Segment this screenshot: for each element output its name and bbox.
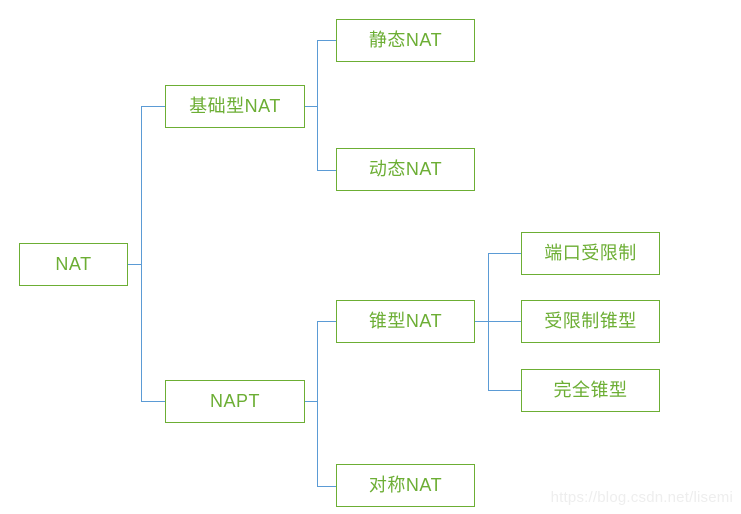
node-dynamic-nat[interactable]: 动态NAT	[336, 148, 475, 191]
connector-basic-to-static	[317, 40, 337, 42]
node-basic-nat[interactable]: 基础型NAT	[165, 85, 305, 128]
node-symmetric-nat[interactable]: 对称NAT	[336, 464, 475, 507]
connector-cone-to-port	[488, 253, 522, 255]
node-restricted-cone[interactable]: 受限制锥型	[521, 300, 660, 343]
node-cone-nat[interactable]: 锥型NAT	[336, 300, 475, 343]
connector-napt-to-symmetric	[317, 486, 337, 488]
node-label: 静态NAT	[368, 29, 443, 50]
connector-napt-to-cone	[317, 321, 337, 323]
connector-cone-stub	[475, 321, 489, 323]
connector-cone-to-full	[488, 390, 522, 392]
node-napt[interactable]: NAPT	[165, 380, 305, 423]
node-label: NAPT	[209, 390, 260, 411]
node-label: 锥型NAT	[368, 310, 443, 331]
node-static-nat[interactable]: 静态NAT	[336, 19, 475, 62]
node-label: 动态NAT	[368, 158, 443, 179]
node-label: 基础型NAT	[189, 95, 281, 116]
node-label: 对称NAT	[368, 474, 443, 495]
connector-cone-to-restricted	[488, 321, 522, 323]
connector-basic-to-dynamic	[317, 170, 337, 172]
connector-napt-stub	[305, 401, 318, 403]
connector-basic-stub	[305, 106, 318, 108]
node-port-restricted[interactable]: 端口受限制	[521, 232, 660, 275]
node-label: 受限制锥型	[544, 310, 637, 331]
connector-napt-trunk	[317, 321, 319, 486]
connector-nat-to-basic	[141, 106, 165, 108]
connector-nat-trunk	[141, 106, 143, 402]
connector-basic-trunk	[317, 40, 319, 170]
node-nat[interactable]: NAT	[19, 243, 128, 286]
connector-nat-stub	[128, 264, 142, 266]
connector-nat-to-napt	[141, 401, 165, 403]
node-label: NAT	[55, 253, 92, 274]
node-label: 端口受限制	[544, 242, 637, 263]
node-full-cone[interactable]: 完全锥型	[521, 369, 660, 412]
watermark-text: https://blog.csdn.net/lisemi	[550, 489, 733, 506]
node-label: 完全锥型	[553, 379, 628, 400]
